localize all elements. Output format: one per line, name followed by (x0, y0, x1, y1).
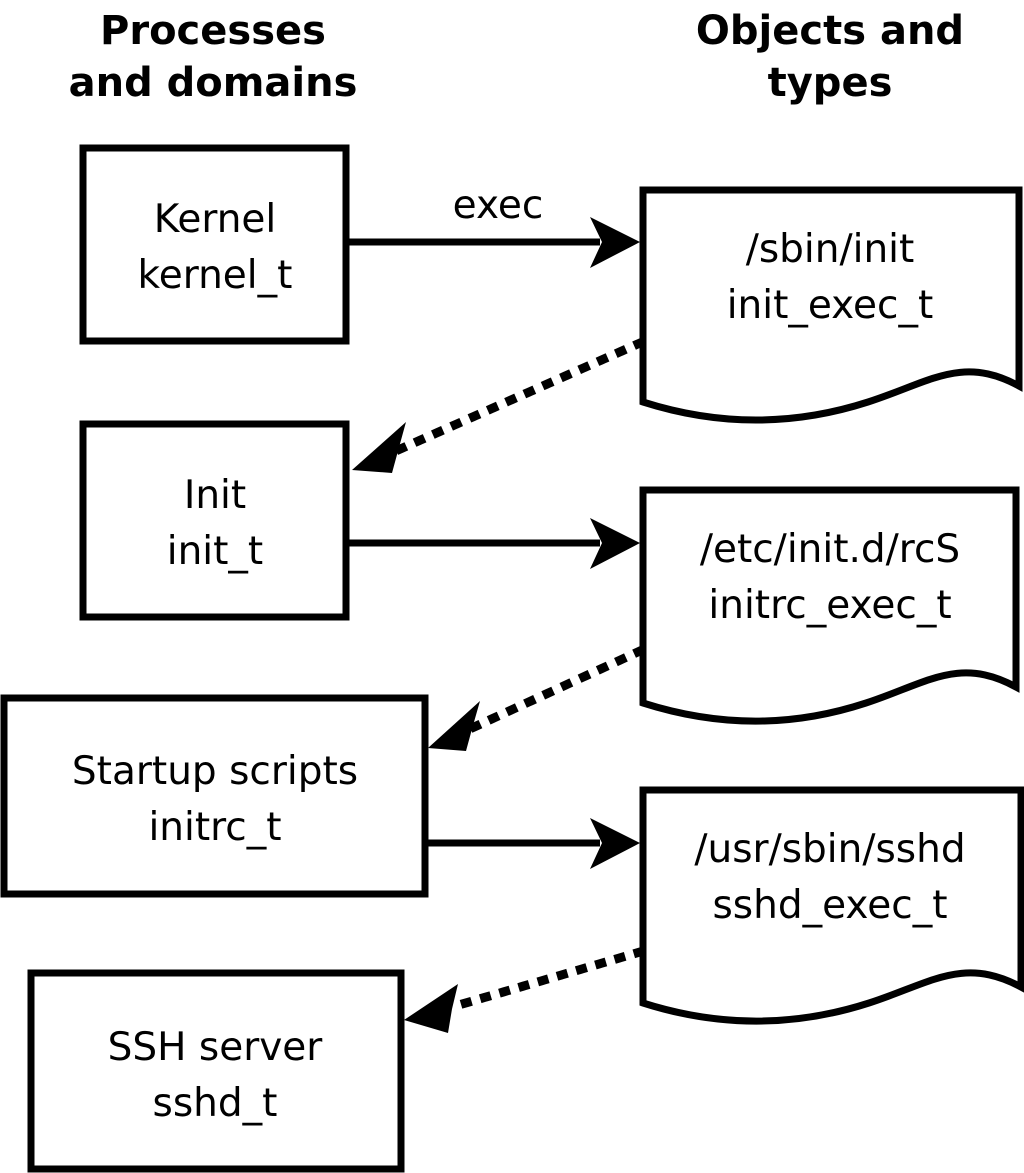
edge-init-exec-to-init-arrowhead (352, 422, 406, 473)
node-init-exec-shape[interactable] (639, 186, 1023, 424)
edge-init-exec-to-init (352, 337, 646, 473)
node-initrc-box[interactable] (0, 694, 429, 898)
node-kernel-box[interactable] (79, 144, 350, 345)
node-kernel[interactable]: Kernel kernel_t (79, 144, 350, 345)
edge-init-exec-to-init-line (392, 337, 646, 456)
node-initrc-exec[interactable]: /etc/init.d/rcS initrc_exec_t (639, 486, 1020, 725)
node-initrc-exec-line1: /etc/init.d/rcS (700, 527, 960, 572)
edge-initrc-exec-to-initrc-line (466, 645, 646, 734)
heading-right-line2: types (768, 60, 893, 106)
node-sshd-box[interactable] (27, 969, 405, 1173)
node-sshd-exec[interactable]: /usr/sbin/sshd sshd_exec_t (639, 786, 1024, 1025)
edge-kernel-to-init-exec: exec (348, 183, 640, 268)
edge-label-exec: exec (453, 183, 544, 228)
node-sshd[interactable]: SSH server sshd_t (27, 969, 405, 1173)
edge-initrc-exec-to-initrc-arrowhead (428, 701, 480, 751)
node-sshd-exec-line2: sshd_exec_t (712, 883, 947, 928)
node-initrc[interactable]: Startup scripts initrc_t (0, 694, 429, 898)
node-init-line2: init_t (167, 529, 263, 574)
node-kernel-line2: kernel_t (138, 253, 293, 298)
node-init-box[interactable] (79, 420, 350, 621)
heading-right-line1: Objects and (696, 8, 964, 54)
node-init-exec-line1: /sbin/init (746, 227, 915, 272)
column-heading-objects: Objects and types (696, 8, 964, 106)
edge-sshd-exec-to-sshd-arrowhead (404, 984, 458, 1033)
node-init-exec[interactable]: /sbin/init init_exec_t (639, 186, 1023, 424)
node-initrc-line1: Startup scripts (72, 749, 358, 794)
edge-initrc-to-sshd-exec (428, 818, 640, 869)
heading-left-line2: and domains (69, 60, 358, 106)
node-sshd-line1: SSH server (108, 1025, 324, 1070)
edge-init-to-initrc-exec-arrowhead (590, 518, 640, 569)
node-initrc-exec-shape[interactable] (639, 486, 1020, 725)
column-heading-processes: Processes and domains (69, 8, 358, 106)
node-initrc-line2: initrc_t (148, 805, 281, 850)
node-init-exec-line2: init_exec_t (727, 283, 934, 328)
edge-sshd-exec-to-sshd-line (446, 946, 646, 1013)
node-initrc-exec-line2: initrc_exec_t (708, 583, 951, 628)
node-sshd-exec-shape[interactable] (639, 786, 1024, 1025)
node-kernel-line1: Kernel (154, 197, 277, 242)
heading-left-line1: Processes (100, 8, 326, 54)
edge-kernel-to-init-exec-arrowhead (590, 217, 640, 268)
node-init-line1: Init (184, 473, 246, 518)
node-init[interactable]: Init init_t (79, 420, 350, 621)
node-sshd-line2: sshd_t (153, 1081, 278, 1126)
edge-initrc-exec-to-initrc (428, 645, 646, 751)
edge-sshd-exec-to-sshd (404, 946, 646, 1033)
edge-init-to-initrc-exec (348, 518, 640, 569)
edge-initrc-to-sshd-exec-arrowhead (590, 818, 640, 869)
node-sshd-exec-line1: /usr/sbin/sshd (694, 827, 965, 872)
